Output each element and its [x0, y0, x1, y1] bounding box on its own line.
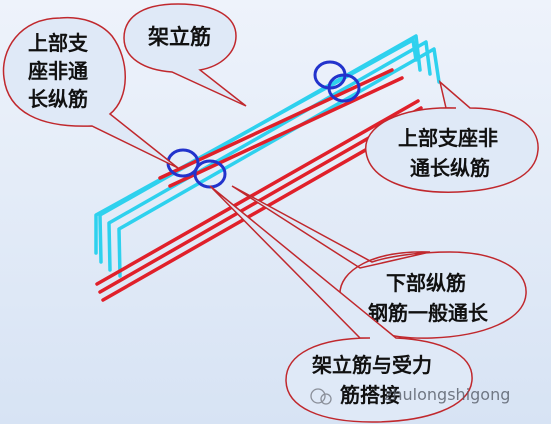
callout-top-center-text: 架立筋 [148, 25, 211, 49]
callout-top-center-bubble [123, 3, 247, 107]
callout-right-line1: 上部支座非 [398, 126, 498, 150]
callout-top-left-line1: 上部支 [28, 31, 89, 55]
callout-top-left-line2: 座非通 [28, 59, 88, 83]
callout-bottom-right-bubble [231, 185, 527, 339]
callout-top-left-bubble [2, 16, 179, 169]
lap-marker-top-2 [327, 73, 361, 103]
cyan-top-bars [94, 34, 441, 278]
callout-top-center: 架立筋 [123, 3, 247, 107]
callout-right-line2: 通长纵筋 [410, 156, 490, 180]
callout-bottom-center: 架立筋与受力 筋搭接 [209, 185, 473, 423]
red-bottom-bar-1 [95, 99, 420, 286]
callout-top-left: 上部支 座非通 长纵筋 [2, 16, 179, 169]
callout-top-left-line3: 长纵筋 [28, 87, 88, 111]
callout-bottom-center-bubble [209, 185, 473, 423]
cyan-bar-3 [107, 40, 432, 272]
red-top-bar-2 [168, 76, 404, 188]
cyan-bar-4 [117, 47, 441, 278]
callout-bottom-right-line1: 下部纵筋 [386, 271, 466, 295]
watermark-text: zhulongshigong [384, 385, 510, 404]
callout-bottom-right: 下部纵筋 钢筋一般通长 [231, 185, 527, 339]
watermark: zhulongshigong [310, 385, 510, 405]
callout-bottom-center-line2: 筋搭接 [340, 383, 400, 407]
callout-right: 上部支座非 通长纵筋 [365, 79, 539, 193]
callout-bottom-center-line1: 架立筋与受力 [312, 353, 432, 377]
callout-bottom-right-line2: 钢筋一般通长 [368, 301, 489, 325]
wechat-icon [310, 388, 326, 404]
callout-right-bubble [365, 79, 539, 193]
